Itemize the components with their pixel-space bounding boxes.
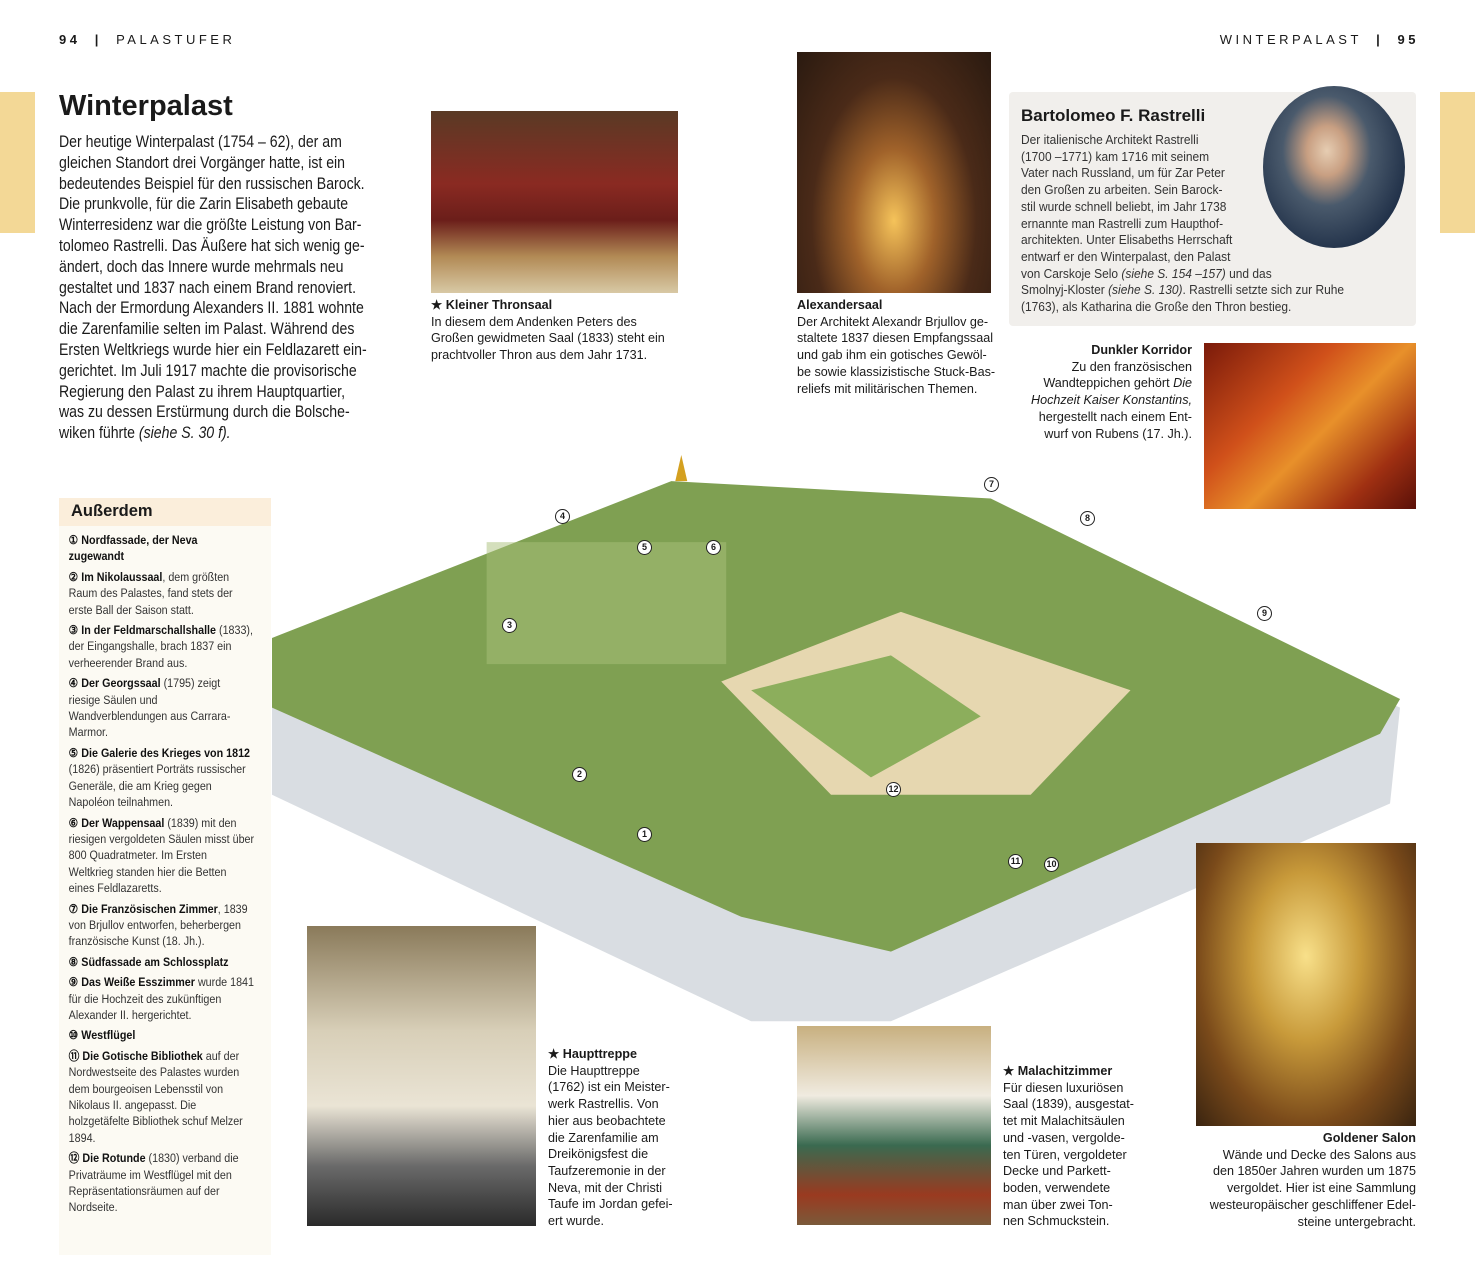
- sidebar-item: ⑪ Die Gotische Bibliothek auf der Nordwe…: [68, 1048, 243, 1145]
- cutaway-rooms: [486, 542, 727, 665]
- photo-haupttreppe: [307, 926, 536, 1226]
- sidebar-item: ② Im Nikolaussaal, dem größten Raum des …: [68, 569, 233, 617]
- intro-reference: (siehe S. 30 f).: [138, 424, 231, 443]
- photo-dunkler-korridor: [1204, 343, 1416, 509]
- photo-goldener-salon: [1196, 843, 1416, 1126]
- sidebar-item: ⑧ Südfassade am Schlossplatz: [68, 954, 229, 969]
- palace-illustration: [272, 455, 1401, 1022]
- sidebar-item: ⑩ Westflügel: [68, 1028, 136, 1043]
- rastrelli-box: Bartolomeo F. Rastrelli Der italienische…: [1009, 86, 1416, 326]
- sidebar-ausserdem: Außerdem ① Nordfassade, der Neva zugewan…: [59, 498, 271, 1255]
- photo-kleiner-thronsaal: [431, 111, 678, 293]
- sidebar-item: ⑨ Das Weiße Esszimmer wurde 1841 für die…: [68, 975, 255, 1022]
- sidebar-item: ⑫ Die Rotunde (1830) verband die Privatr…: [68, 1151, 239, 1215]
- marker-3: 3: [502, 618, 517, 633]
- marker-6: 6: [706, 540, 721, 555]
- marker-11: 11: [1008, 854, 1023, 869]
- photo-alexandersaal: [797, 52, 991, 293]
- running-header-right: WINTERPALAST | 95: [1219, 32, 1419, 47]
- page-tab-left: [0, 92, 35, 233]
- marker-7: 7: [984, 477, 999, 492]
- marker-12: 12: [886, 782, 901, 797]
- marker-5: 5: [637, 540, 652, 555]
- marker-9: 9: [1257, 606, 1272, 621]
- sidebar-item: ⑤ Die Galerie des Krieges von 1812 (1826…: [68, 745, 251, 810]
- sidebar-item: ⑦ Die Französischen Zimmer, 1839 von Brj…: [68, 901, 248, 949]
- marker-8: 8: [1080, 511, 1095, 526]
- rastrelli-text: Der italienische Architekt Rastrelli (17…: [1021, 132, 1345, 315]
- page-tab-right: [1440, 92, 1475, 233]
- sidebar-item: ⑥ Der Wappensaal (1839) mit den riesigen…: [68, 815, 255, 896]
- rastrelli-portrait: [1263, 86, 1405, 248]
- page-title: Winterpalast: [59, 90, 233, 122]
- sidebar-title: Außerdem: [59, 498, 271, 526]
- rastrelli-title: Bartolomeo F. Rastrelli: [1021, 106, 1206, 125]
- sidebar-list: ① Nordfassade, der Neva zugewandt ② Im Ni…: [59, 526, 254, 1216]
- sidebar-item: ③ In der Feldmarschallshalle (1833), der…: [68, 623, 253, 670]
- marker-4: 4: [555, 509, 570, 524]
- sidebar-item: ④ Der Georgssaal (1795) zeigt riesige Sä…: [68, 676, 231, 740]
- marker-10: 10: [1044, 857, 1059, 872]
- courtyard-garden: [751, 655, 981, 778]
- intro-text: Der heutige Winterpalast (1754 – 62), de…: [59, 133, 367, 443]
- dome-spire: [675, 455, 688, 482]
- marker-1: 1: [637, 827, 652, 842]
- photo-malachitzimmer: [797, 1026, 991, 1225]
- running-header-left: 94 | PALASTUFER: [59, 32, 236, 47]
- sidebar-item: ① Nordfassade, der Neva zugewandt: [68, 533, 198, 564]
- marker-2: 2: [572, 767, 587, 782]
